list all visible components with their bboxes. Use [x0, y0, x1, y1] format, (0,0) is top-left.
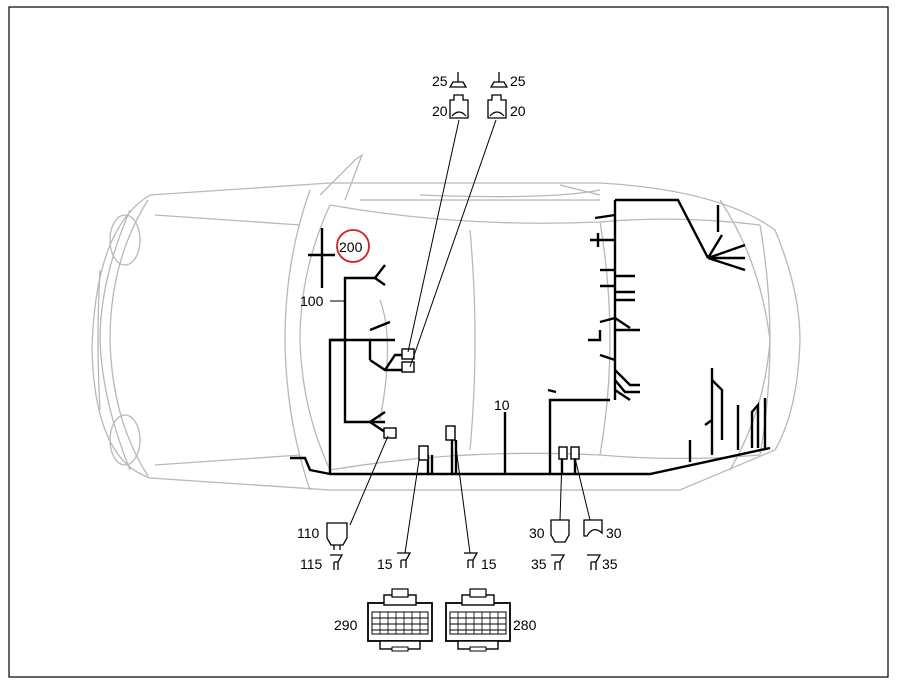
label-25-left: 25	[432, 73, 448, 89]
label-115: 115	[300, 556, 323, 572]
highlight-circle-200	[336, 229, 370, 263]
component-200-mark	[308, 228, 335, 288]
label-15-right: 15	[481, 556, 497, 572]
label-290: 290	[334, 617, 358, 633]
wire-harness	[290, 198, 771, 476]
connector-280-icon	[445, 588, 511, 652]
label-20-left: 20	[432, 103, 448, 119]
connector-20-right-icon	[487, 94, 507, 119]
connector-30-left-icon	[550, 519, 570, 543]
label-30-right: 30	[606, 525, 622, 541]
connector-20-left-icon	[449, 94, 469, 119]
connector-30-right-icon	[583, 519, 603, 537]
label-10: 10	[494, 397, 510, 413]
label-15-left: 15	[377, 556, 393, 572]
leader-lines	[330, 119, 591, 554]
connector-110-icon	[326, 522, 348, 550]
diagram-border	[8, 6, 889, 678]
terminal-15-right-icon	[464, 552, 479, 568]
label-110: 110	[297, 525, 320, 541]
label-280: 280	[513, 617, 537, 633]
harness-connectors	[383, 348, 580, 461]
label-200: 200	[339, 239, 363, 255]
terminal-25-left-icon	[448, 72, 468, 88]
label-25-right: 25	[510, 73, 526, 89]
label-35-right: 35	[602, 556, 618, 572]
terminal-115-icon	[330, 554, 344, 570]
terminal-35-right-icon	[587, 554, 602, 570]
terminal-15-left-icon	[397, 552, 412, 568]
label-100: 100	[300, 293, 324, 309]
connector-290-icon	[367, 588, 433, 652]
terminal-25-right-icon	[489, 72, 509, 88]
label-20-right: 20	[510, 103, 526, 119]
car-body-outline	[91, 153, 801, 491]
label-30-left: 30	[529, 525, 545, 541]
terminal-35-left-icon	[551, 554, 566, 570]
label-35-left: 35	[531, 556, 547, 572]
